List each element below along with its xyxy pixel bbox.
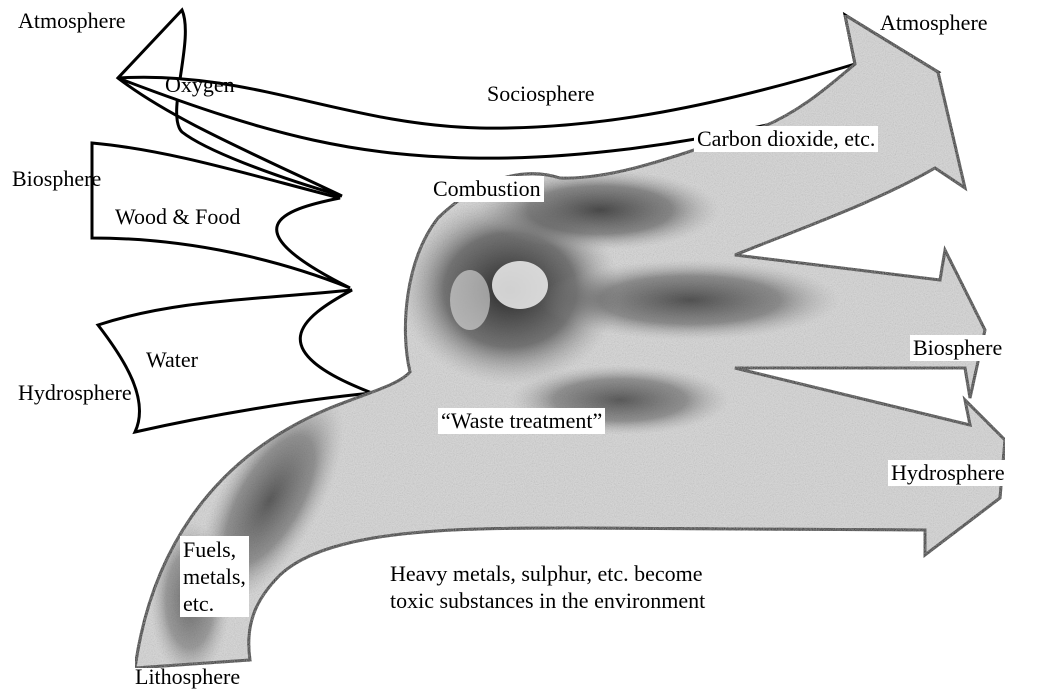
toxic-substances-note: Heavy metals, sulphur, etc. become toxic… [390, 560, 705, 614]
output-biosphere-label: Biosphere [910, 335, 1005, 361]
input-fuels-label: Fuels, metals, etc. [180, 536, 249, 617]
source-atmosphere-label: Atmosphere [18, 8, 126, 34]
output-atmosphere-label: Atmosphere [880, 10, 988, 36]
combustion-label: Combustion [430, 176, 544, 202]
source-biosphere-label: Biosphere [12, 166, 101, 192]
input-wood-food-label: Wood & Food [115, 204, 240, 230]
input-oxygen-label: Oxygen [165, 72, 235, 98]
input-water-label: Water [146, 347, 198, 373]
output-hydrosphere-label: Hydrosphere [888, 460, 1008, 486]
source-hydrosphere-label: Hydrosphere [18, 380, 132, 406]
output-carbon-dioxide-label: Carbon dioxide, etc. [694, 126, 878, 152]
source-lithosphere-label: Lithosphere [135, 664, 240, 690]
waste-treatment-label: “Waste treatment” [438, 408, 605, 434]
sociosphere-label: Sociosphere [487, 81, 595, 107]
